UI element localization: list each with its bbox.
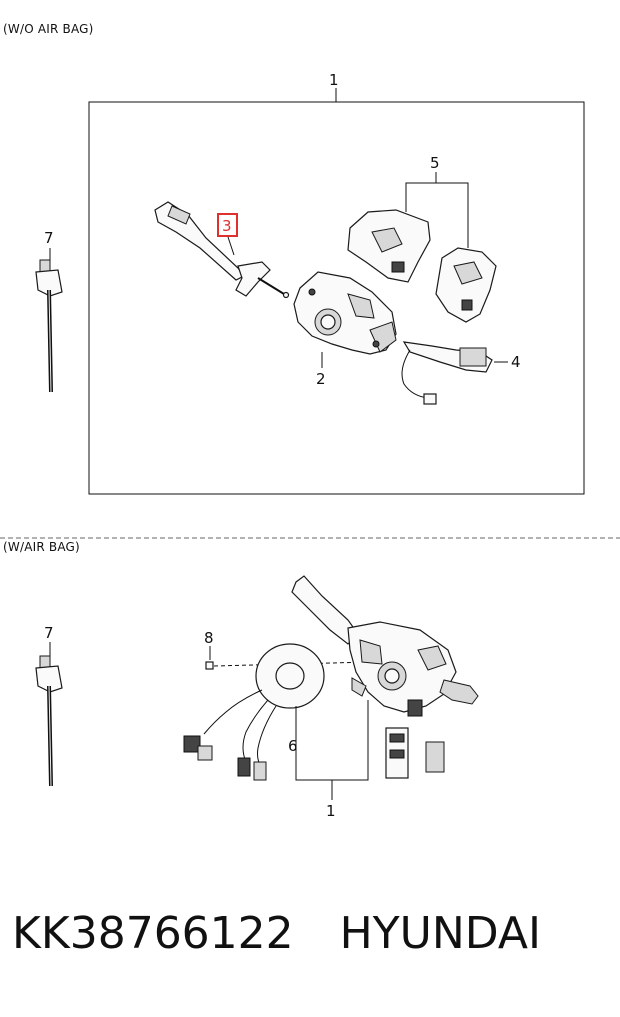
callout-7-bottom[interactable]: 7: [44, 624, 54, 642]
clock-spring-part-6[interactable]: [183, 643, 325, 781]
switch-body-part-2[interactable]: [293, 271, 397, 355]
callout-3[interactable]: 3: [222, 217, 232, 235]
bottom-section: 7 8 6: [35, 575, 479, 820]
callout-8[interactable]: 8: [204, 629, 214, 647]
lever-part-3[interactable]: [154, 201, 290, 299]
switch-part-4[interactable]: [401, 341, 493, 405]
callout-1-bottom[interactable]: 1: [326, 802, 336, 820]
combination-switch-assembly[interactable]: [291, 575, 479, 779]
leader-line-5: [405, 182, 469, 248]
callout-7-top[interactable]: 7: [44, 229, 54, 247]
footer-caption: KK38766122 HYUNDAI: [0, 908, 620, 959]
callout-1[interactable]: 1: [329, 71, 339, 89]
section-label-with-airbag: (W/AIR BAG): [3, 540, 80, 554]
cable-tie-part-7-top[interactable]: [35, 259, 63, 393]
brand-name: HYUNDAI: [339, 908, 541, 959]
callout-6[interactable]: 6: [288, 737, 298, 755]
callout-2[interactable]: 2: [316, 370, 326, 388]
part-number: KK38766122: [12, 908, 294, 959]
leader-line-3: [227, 236, 235, 256]
cable-tie-part-7-bottom[interactable]: [35, 655, 63, 787]
module-part-5-right[interactable]: [435, 247, 497, 323]
section-label-without-airbag: (W/O AIR BAG): [3, 22, 94, 36]
module-part-5-left[interactable]: [347, 209, 431, 283]
top-section: 1 3 2: [35, 71, 585, 495]
leader-line-6: [295, 700, 369, 781]
callout-4[interactable]: 4: [511, 353, 521, 371]
highlight-box-3: [217, 213, 238, 237]
callout-5[interactable]: 5: [430, 154, 440, 172]
